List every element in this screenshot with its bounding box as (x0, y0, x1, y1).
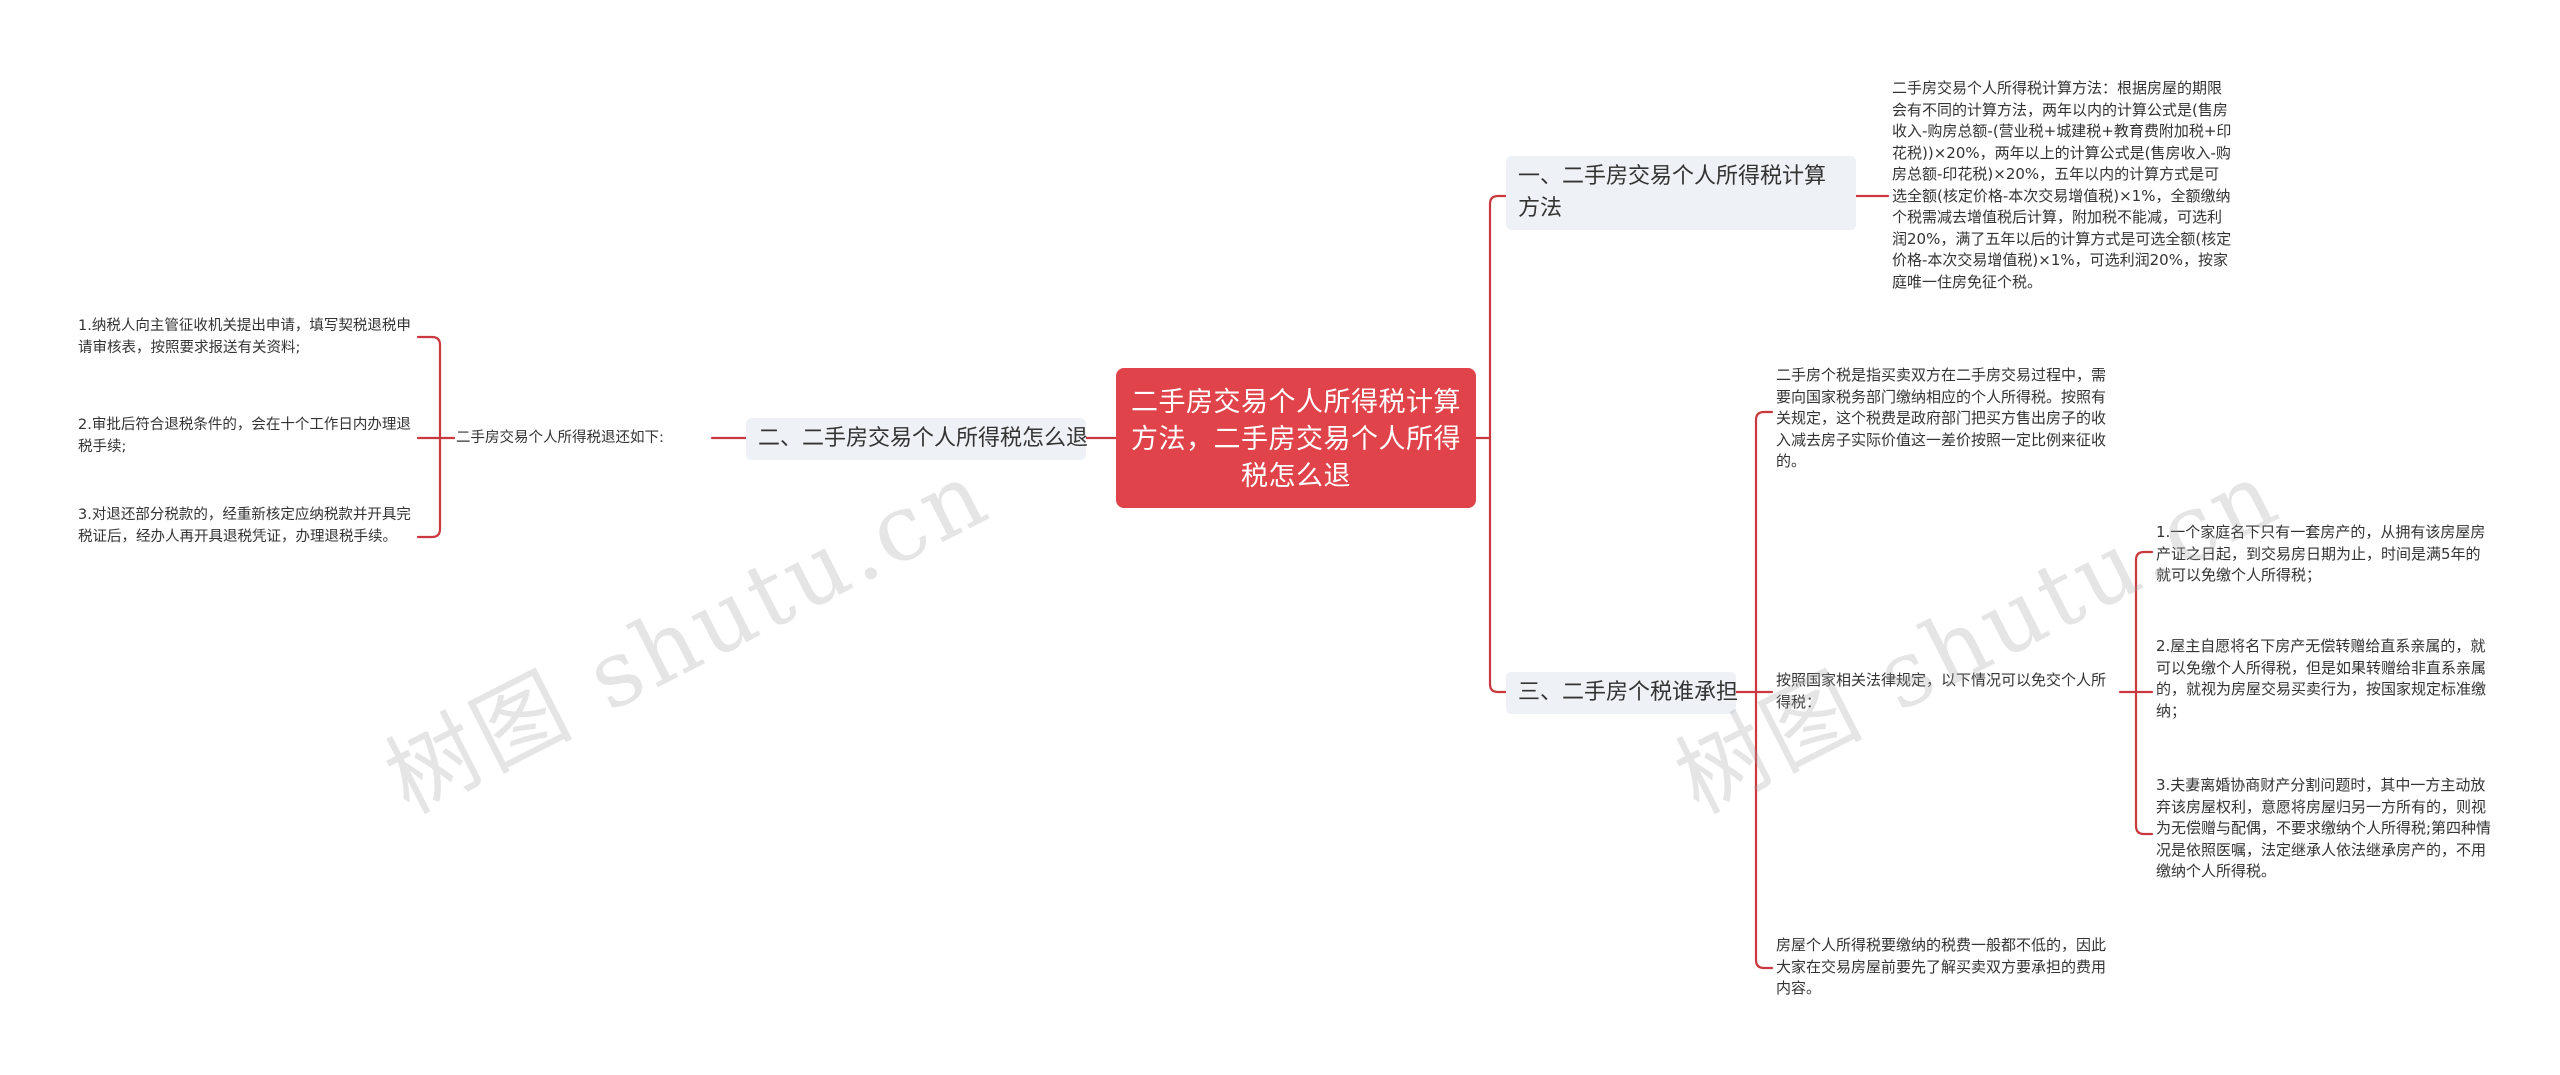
exempt-conditions: 按照国家相关法律规定，以下情况可以免交个人所得税： (1776, 671, 2107, 711)
refund-item-3: 3.对退还部分税款的，经重新核定应纳税款并开具完税证后，经办人再开具退税凭证，办… (78, 507, 411, 545)
calc-method-detail: 二手房交易个人所得税计算方法：根据房屋的期限会有不同的计算方法，两年以内的计算公… (1892, 79, 2232, 291)
refund-item-2: 2.审批后符合退税条件的，会在十个工作日内办理退税手续; (78, 417, 411, 455)
who-pays-intro: 二手房个税是指买卖双方在二手房交易过程中，需要向国家税务部门缴纳相应的个人所得税… (1776, 366, 2107, 470)
exempt-item-1: 1.一个家庭名下只有一套房产的，从拥有该房屋房产证之日起，到交易房日期为止，时间… (2156, 523, 2486, 584)
branch-who-pays[interactable]: 三、二手房个税谁承担 (1506, 672, 1738, 714)
branch-calc-method[interactable]: 一、二手房交易个人所得税计算方法 (1506, 156, 1856, 230)
refund-item-1: 1.纳税人向主管征收机关提出申请，填写契税退税申请审核表，按照要求报送有关资料; (78, 318, 411, 356)
who-pays-outro: 房屋个人所得税要缴纳的税费一般都不低的，因此大家在交易房屋前要先了解买卖双方要承… (1776, 936, 2107, 997)
exempt-item-2: 2.屋主自愿将名下房产无偿转赠给直系亲属的，就可以免缴个人所得税，但是如果转赠给… (2156, 637, 2487, 720)
exempt-item-3: 3.夫妻离婚协商财产分割问题时，其中一方主动放弃该房屋权利，意愿将房屋归另一方所… (2156, 776, 2492, 880)
root-topic[interactable]: 二手房交易个人所得税计算方法，二手房交易个人所得税怎么退 (1116, 368, 1476, 508)
branch-refund[interactable]: 二、二手房交易个人所得税怎么退 (746, 418, 1088, 460)
refund-sub-label: 二手房交易个人所得税退还如下: (456, 430, 664, 446)
